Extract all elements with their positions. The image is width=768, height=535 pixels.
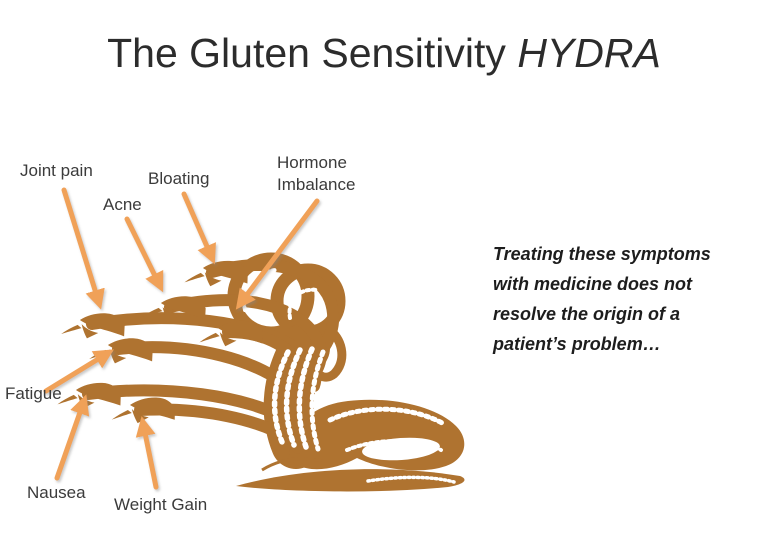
hydra-leg (261, 457, 323, 472)
arrow-weight-gain-icon (135, 416, 159, 490)
label-nausea: Nausea (27, 483, 86, 502)
wheat-grain-texture (242, 268, 456, 484)
title-emphasis: HYDRA (517, 30, 661, 76)
neck-bloating (206, 259, 340, 364)
pointer-arrows (43, 187, 320, 490)
hydra-head-weight-gain (111, 396, 176, 424)
neck-nausea (82, 384, 305, 444)
arrow-joint-pain-icon (61, 187, 105, 310)
label-fatigue: Fatigue (5, 384, 62, 403)
treatment-note: Treating these symptoms with medicine do… (493, 244, 711, 354)
hydra-head-nausea (57, 381, 122, 410)
ground-swoosh (236, 469, 465, 492)
title-main: The Gluten Sensitivity (107, 30, 506, 76)
label-hormone-imbalance: Hormone Imbalance (277, 153, 356, 195)
arrow-bloating-icon (181, 191, 216, 265)
label-joint-pain: Joint pain (20, 161, 93, 180)
arrow-hormone-icon (235, 198, 320, 310)
page-title: The Gluten Sensitivity HYDRA (0, 30, 768, 77)
arrow-fatigue-icon (43, 349, 114, 394)
label-acne: Acne (103, 195, 142, 214)
arrow-acne-icon (124, 216, 164, 293)
label-bloating: Bloating (148, 169, 210, 188)
label-weight-gain: Weight Gain (114, 495, 208, 514)
arrow-nausea-icon (54, 394, 90, 481)
